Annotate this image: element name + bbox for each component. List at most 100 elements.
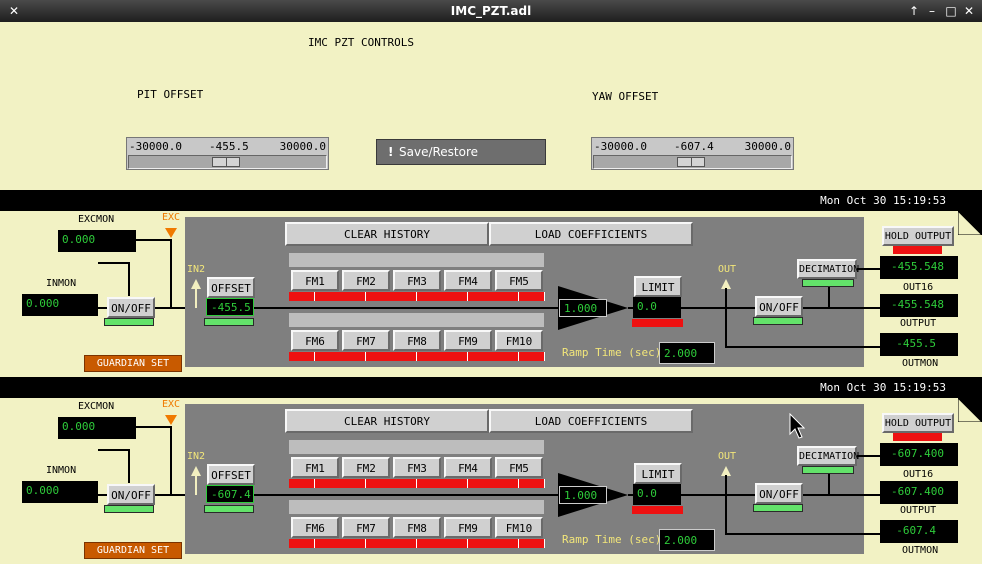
load-coefficients-button[interactable]: LOAD COEFFICIENTS [489,409,693,433]
fm-button[interactable]: FM10 [495,330,543,351]
out-arrow-icon [721,466,731,476]
fm-button[interactable]: FM5 [495,457,543,478]
fm-input-indicator [493,539,519,548]
fm-engage-slot[interactable] [289,440,340,454]
input-onoff-button[interactable]: ON/OFF [107,297,155,318]
fm-engage-slot[interactable] [442,500,493,514]
out16-label: OUT16 [903,282,934,293]
fm-engage-slot[interactable] [391,500,442,514]
fm-engage-slot[interactable] [493,440,544,454]
fm-button[interactable]: FM2 [342,457,390,478]
fm-engage-slot[interactable] [340,313,391,327]
output-onoff-button[interactable]: ON/OFF [755,483,803,504]
pit-slider-thumb[interactable] [212,157,240,167]
save-restore-button[interactable]: ! Save/Restore [376,139,546,165]
fm-engage-slot[interactable] [289,500,340,514]
decimation-button[interactable]: DECIMATION [797,446,859,466]
excmon-label: EXCMON [78,214,115,225]
fm-input-indicator [340,479,366,488]
fm-engage-slot[interactable] [442,440,493,454]
fm-output-indicator [315,292,341,301]
fm-engage-slot[interactable] [442,313,493,327]
fm-engage-slot[interactable] [493,500,544,514]
fm-button[interactable]: FM2 [342,270,390,291]
out-arrow-icon [721,279,731,289]
hold-output-button[interactable]: HOLD OUTPUT [882,413,954,433]
in2-arrow-icon [191,466,201,476]
fm-engage-slot[interactable] [289,253,340,267]
limit-button[interactable]: LIMIT [634,463,682,484]
fm-engage-slot[interactable] [340,500,391,514]
limit-button[interactable]: LIMIT [634,276,682,297]
limit-readback: 0.0 [633,484,681,505]
fm-button[interactable]: FM3 [393,270,441,291]
output-readback: -607.400 [880,481,958,504]
keep-above-icon[interactable]: ↑ [908,4,920,18]
fm-output-indicator [519,539,545,548]
offset-button[interactable]: OFFSET [207,464,255,485]
fm-button[interactable]: FM1 [291,270,339,291]
yaw-slider-thumb[interactable] [677,157,705,167]
clear-history-button[interactable]: CLEAR HISTORY [285,222,489,246]
yaw-offset-slider[interactable]: -30000.0 -607.4 30000.0 [591,137,794,170]
offset-button[interactable]: OFFSET [207,277,255,298]
fm-input-indicator [493,352,519,361]
fm-button[interactable]: FM8 [393,330,441,351]
fm-button[interactable]: FM8 [393,517,441,538]
minimize-icon[interactable]: – [929,4,935,18]
fm-button[interactable]: FM9 [444,517,492,538]
window-menu-icon[interactable]: ✕ [8,4,20,18]
pit-offset-slider[interactable]: -30000.0 -455.5 30000.0 [126,137,329,170]
fm-engage-slot[interactable] [340,440,391,454]
fm-engage-slot[interactable] [340,253,391,267]
out16-readback: -455.548 [880,256,958,279]
maximize-icon[interactable]: □ [945,4,957,18]
ramp-time-input[interactable]: 2.000 [659,342,715,364]
fm-output-indicator [468,479,494,488]
ramp-time-input[interactable]: 2.000 [659,529,715,551]
fm-engage-slot[interactable] [391,440,442,454]
fm-button[interactable]: FM9 [444,330,492,351]
offset-status-indicator [204,318,254,326]
fm-button[interactable]: FM5 [495,270,543,291]
fm-button[interactable]: FM6 [291,517,339,538]
mouse-cursor-icon [789,412,806,442]
offset-readback: -455.5 [206,298,254,316]
load-coefficients-button[interactable]: LOAD COEFFICIENTS [489,222,693,246]
output-label: OUTPUT [900,318,937,329]
fm-button[interactable]: FM7 [342,517,390,538]
out-label: OUT [718,451,737,462]
fm-engage-slot[interactable] [493,253,544,267]
guardian-set-label: GUARDIAN SET [96,358,170,369]
fm-button[interactable]: FM6 [291,330,339,351]
pit-slider-track[interactable] [128,155,327,169]
fm-button[interactable]: FM10 [495,517,543,538]
guardian-set-button[interactable]: GUARDIAN SET [84,355,182,372]
fm-input-indicator [340,352,366,361]
module-timestamp: Mon Oct 30 15:19:53 [820,194,946,207]
input-onoff-button[interactable]: ON/OFF [107,484,155,505]
fm-engage-slot[interactable] [391,253,442,267]
clear-history-button[interactable]: CLEAR HISTORY [285,409,489,433]
fm-button[interactable]: FM1 [291,457,339,478]
fm-engage-slot[interactable] [391,313,442,327]
decimation-button[interactable]: DECIMATION [797,259,859,279]
close-icon[interactable]: ✕ [963,4,975,18]
fm-button[interactable]: FM7 [342,330,390,351]
guardian-set-button[interactable]: GUARDIAN SET [84,542,182,559]
yaw-slider-track[interactable] [593,155,792,169]
hold-output-button[interactable]: HOLD OUTPUT [882,226,954,246]
yaw-slider-max: 30000.0 [744,140,791,153]
fm-button[interactable]: FM4 [444,270,492,291]
fm-button[interactable]: FM4 [444,457,492,478]
fm-engage-slot[interactable] [289,313,340,327]
fm-engage-slot[interactable] [493,313,544,327]
input-status-indicator [104,318,154,326]
fm-input-indicator [493,292,519,301]
fm-button[interactable]: FM3 [393,457,441,478]
fm-output-indicator [417,479,443,488]
fm-engage-slot[interactable] [442,253,493,267]
window-title: IMC_PZT.adl [450,4,532,18]
output-onoff-button[interactable]: ON/OFF [755,296,803,317]
output-status-indicator [753,317,803,325]
